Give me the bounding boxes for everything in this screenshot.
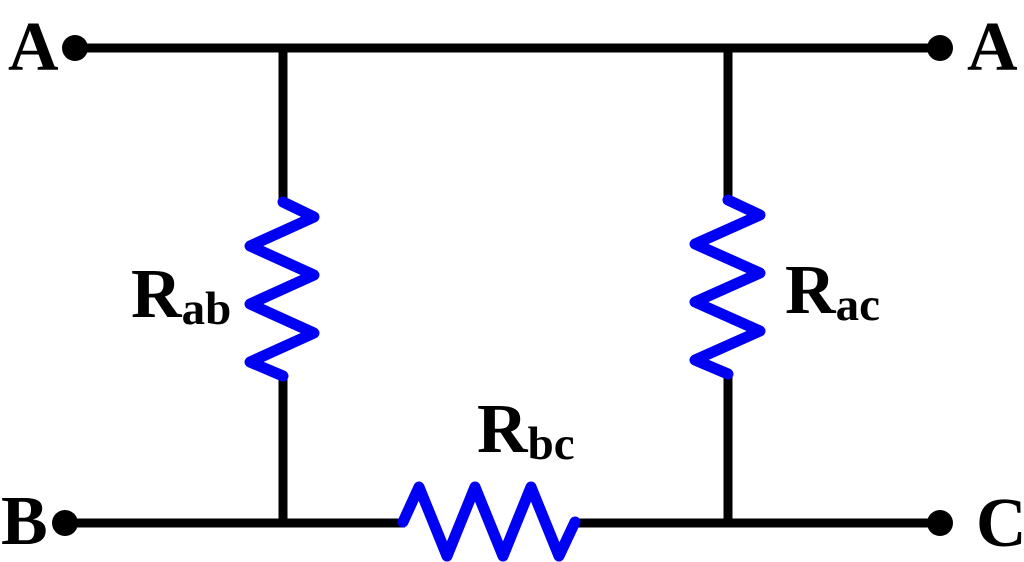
terminal-c-label: C [976, 485, 1024, 562]
resistor-rac-symbol: R [785, 252, 837, 329]
terminal-dot-c [927, 510, 953, 536]
resistor-rbc-subscript: bc [528, 418, 575, 470]
terminal-dot-b [52, 510, 78, 536]
terminal-dot-a-right [927, 35, 953, 61]
terminal-b-label: B [1, 483, 48, 560]
resistor-rbc-label: Rbc [477, 391, 575, 470]
resistor-rac-subscript: ac [836, 279, 880, 331]
resistor-rab-label: Rab [131, 256, 231, 335]
resistor-rab-symbol: R [131, 256, 183, 333]
resistor-rab-zigzag [244, 196, 320, 382]
resistor-rbc-symbol: R [477, 391, 529, 468]
terminal-a-right-label: A [967, 9, 1018, 86]
resistor-rac-label: Rac [785, 252, 880, 331]
resistor-rbc-zigzag [397, 481, 581, 562]
resistor-rab-subscript: ab [182, 283, 232, 335]
terminal-a-left-label: A [8, 9, 59, 86]
resistor-rac-zigzag [689, 194, 766, 380]
terminal-dot-a-left [62, 35, 88, 61]
